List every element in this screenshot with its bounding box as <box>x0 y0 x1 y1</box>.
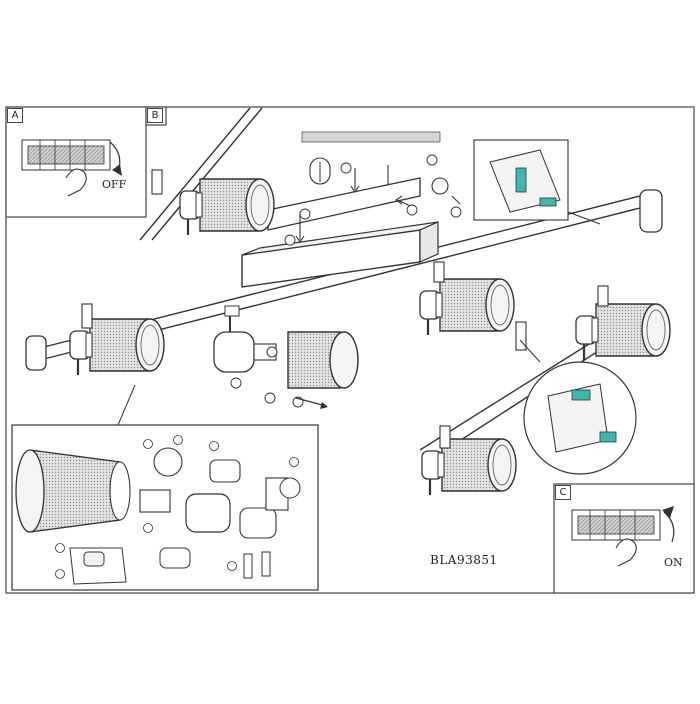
mounting-plate <box>267 131 441 231</box>
spotlight-right <box>574 302 672 362</box>
inset-detail-top-right <box>473 139 601 225</box>
panel-a-off-text: OFF <box>102 178 127 191</box>
outer-frame <box>5 106 695 594</box>
panel-a-label: A <box>7 108 23 123</box>
exploded-spotlight <box>213 305 359 409</box>
exploded-shade-parts <box>15 447 301 585</box>
panel-c-switch-illustration <box>571 506 675 567</box>
arm-brackets <box>81 169 609 449</box>
inset-leader-line <box>117 384 136 426</box>
spotlight-center <box>418 277 516 337</box>
arm-end-cap <box>639 189 663 233</box>
panel-b-label: B <box>147 108 163 123</box>
panel-a-switch-illustration <box>21 139 122 197</box>
plate-fasteners <box>295 165 461 243</box>
panel-c-on-text: ON <box>664 556 683 569</box>
spotlight-top-left <box>178 177 276 237</box>
inset-detail-circle <box>519 339 637 475</box>
arm-end-cap-left <box>25 335 47 371</box>
inset-step-markers <box>55 435 299 579</box>
model-number: BLA93851 <box>430 553 498 567</box>
panel-c-label: C <box>555 485 571 500</box>
spotlight-bottom <box>420 437 518 497</box>
mounting-box <box>241 221 439 288</box>
